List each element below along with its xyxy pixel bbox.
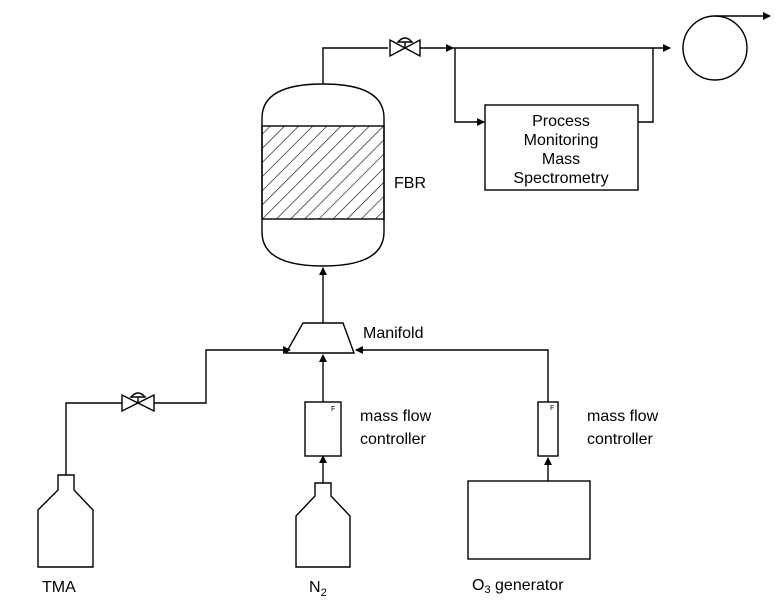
vacuum-pump-icon [682,12,771,81]
o3-label-rest: generator [491,577,565,594]
o3-label-sub: 3 [484,584,490,596]
o3-label: O3 generator [472,577,564,596]
gas-cylinder-icon [295,482,351,568]
o3-to-manifold-line [355,346,549,402]
fbr-reactor [261,83,385,267]
mfc-n2-label-line1: mass flow [360,408,432,425]
tma-label: TMA [42,579,76,596]
mfc-o3-mark: F [550,405,554,412]
pm-label-line1: Process [532,113,590,130]
o3-generator-box [467,480,591,560]
n2-label: N2 [309,579,327,599]
n2-label-main: N [309,579,321,596]
valve-icon [389,37,421,58]
n2-label-sub: 2 [321,587,327,599]
mass-spec-inlet-line [454,48,485,126]
tma-to-manifold-line [154,346,291,404]
mfc-o3-label-line2: controller [587,431,653,448]
fbr-packed-bed [261,125,385,220]
pm-label-line2: Monitoring [524,132,599,149]
pm-label-line4: Spectrometry [513,170,608,187]
mfc-n2-mark: F [331,406,335,413]
mfc-n2-label-line2: controller [360,431,426,448]
manifold-icon [284,322,356,354]
pm-label-line3: Mass [542,151,580,168]
mass-spec-outlet-line [638,48,654,123]
mfc-o3 [537,401,559,457]
o3-label-main: O [472,577,484,594]
process-monitoring-box: Process Monitoring Mass Spectrometry [484,104,639,191]
fbr-label: FBR [394,175,426,192]
gas-cylinder-icon [37,474,94,568]
tma-supply-line [65,402,122,475]
manifold-label: Manifold [363,325,423,342]
fbr-outlet-line [322,47,388,84]
valve-icon [121,392,155,413]
mfc-o3-label-line1: mass flow [587,408,659,425]
mfc-n2 [304,401,342,457]
